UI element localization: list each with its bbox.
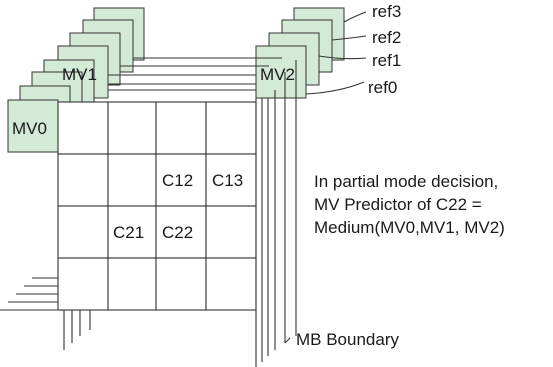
ref3-label: ref3: [372, 2, 401, 21]
mv2-label: MV2: [260, 65, 295, 84]
ref-leaders: [305, 11, 367, 95]
mv1-label: MV1: [62, 65, 97, 84]
annotation-line-2: MV Predictor of C22 =: [314, 195, 482, 214]
c22-label: C22: [162, 223, 193, 242]
mb-boundary-lines: [0, 60, 297, 367]
cell-c22: [155, 205, 207, 259]
block-grid: [57, 101, 257, 311]
stack-connectors: [108, 57, 282, 91]
ref1-label: ref1: [372, 51, 401, 70]
mv0-label: MV0: [12, 119, 47, 138]
c21-label: C21: [113, 223, 144, 242]
ref2-label: ref2: [372, 28, 401, 47]
mv2-block: [255, 45, 307, 99]
c13-label: C13: [212, 171, 243, 190]
mv0-block: [7, 99, 59, 153]
annotation-line-1: In partial mode decision,: [314, 172, 498, 191]
cell-c12: [155, 153, 207, 207]
c12-label: C12: [162, 171, 193, 190]
cell-c21: [107, 205, 157, 259]
mb-boundary-label: MB Boundary: [296, 330, 399, 349]
ref0-label: ref0: [368, 78, 397, 97]
annotation-line-3: Medium(MV0,MV1, MV2): [314, 218, 505, 237]
mv2-ref-stack: [255, 7, 345, 99]
